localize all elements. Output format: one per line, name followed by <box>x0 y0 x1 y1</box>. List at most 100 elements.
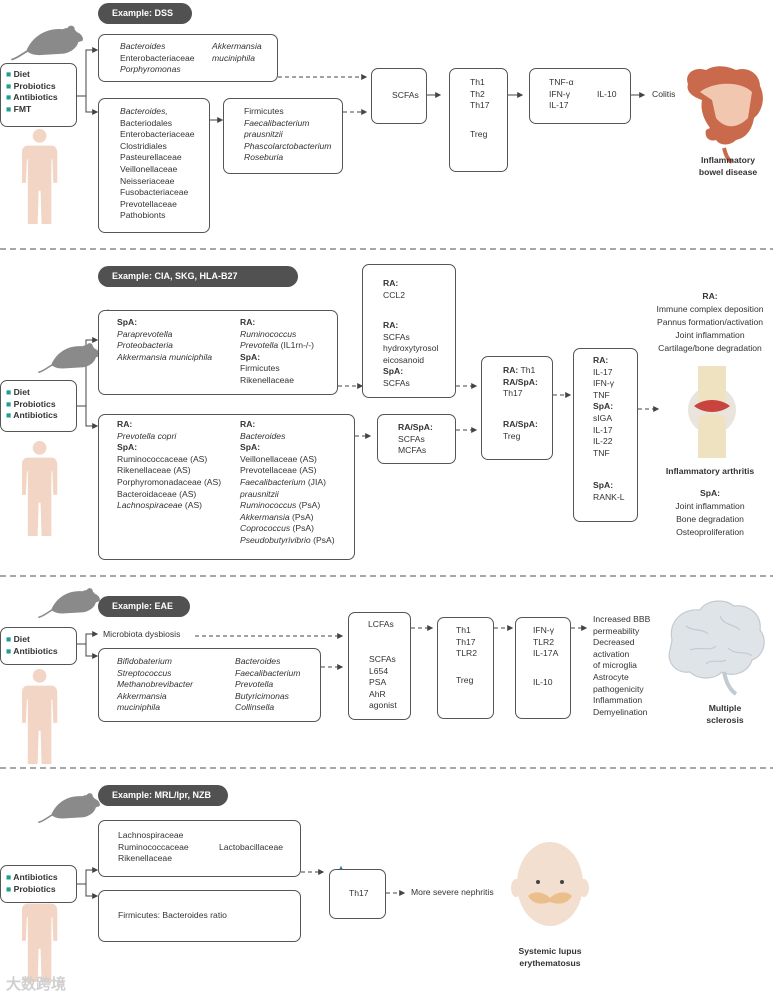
t-cell-up: Th2 <box>470 88 485 99</box>
risk-factor: ■ Probiotics <box>6 398 56 409</box>
cytokine-up: sIGA <box>593 412 613 423</box>
outcome-colitis: Colitis <box>652 89 676 99</box>
taxon-down: Roseburia <box>244 152 284 163</box>
taxon-up: Rikenellaceae (AS) <box>117 465 191 476</box>
taxon-up: Veillonellaceae <box>120 163 178 174</box>
taxon-down: Rikenellaceae <box>240 374 294 385</box>
t-cells-box: Th17 <box>329 869 386 919</box>
metabolite-down: SCFAs <box>398 433 425 444</box>
taxon-up: Paraprevotella <box>117 328 173 339</box>
metabolite-down: SCFAs <box>383 331 410 342</box>
group-label: SpA: <box>240 442 261 453</box>
t-cell-up: TLR2 <box>456 648 478 659</box>
mouse-microbiota-box: Bacteroides Enterobacteriaceae Porphyrom… <box>98 34 278 82</box>
taxon-up: Pathobionts <box>120 210 166 221</box>
taxon-up: Akkermansia <box>117 690 167 701</box>
sle-connectors <box>76 867 406 899</box>
example-pill-dss: Example: DSS <box>98 3 192 24</box>
cytokine-down: IL-10 <box>597 89 617 99</box>
metabolite-down: MCFAs <box>398 445 427 456</box>
taxon-up: Pasteurellaceae <box>120 152 182 163</box>
taxon-up: Enterobacteriaceae <box>120 52 195 63</box>
cytokine-up: IFN-γ <box>593 378 615 389</box>
t-cell-down: Treg <box>503 430 521 441</box>
t-cell-down: Treg <box>470 129 488 139</box>
taxon-up: Porphyromonadaceae (AS) <box>117 476 222 487</box>
knee-joint-icon <box>688 366 736 458</box>
example-pill-eae: Example: EAE <box>98 596 190 617</box>
taxon-up: Akkermansia <box>212 41 262 51</box>
taxon-down: Coprococcus (PsA) <box>240 523 315 534</box>
metabolite-down: PSA <box>369 677 387 688</box>
watermark: 大数跨境 <box>6 976 67 993</box>
cytokine-up: TNF <box>593 447 610 458</box>
risk-factor: ■ Diet <box>6 69 30 79</box>
human-silhouette-icon <box>21 128 58 225</box>
cytokine-up: TNF-α <box>549 77 574 87</box>
risk-factor: ■ Probiotics <box>6 883 56 894</box>
group-label: RA: <box>383 278 399 288</box>
group-label: RA: <box>240 317 256 327</box>
taxon-down: Firmicutes <box>244 106 284 116</box>
taxon-down: Akkermansia (PsA) <box>240 511 314 522</box>
taxon-down: Veillonellaceae (AS) <box>240 453 317 464</box>
cytokines-box: IFN-γ TLR2 IL-17A IL-10 <box>515 617 571 719</box>
metabolites-box: LCFAs SCFAs L654 PSA AhR agonist <box>348 612 411 720</box>
cytokine-up: TNF <box>593 389 610 400</box>
brain-icon <box>668 600 765 696</box>
taxon-down: Bacteroides <box>235 656 281 666</box>
risk-factor: ■ Diet <box>6 387 30 397</box>
taxon-up: Bacteroides, <box>120 106 168 116</box>
cytokine-up: IFN-γ <box>533 625 555 635</box>
outcome-nephritis: More severe nephritis <box>411 887 494 897</box>
t-cell-up: Th17 <box>349 888 369 898</box>
metabolites-box: SCFAs <box>371 68 427 124</box>
metabolite-down: eicosanoid <box>383 354 425 365</box>
ra-connectors <box>76 337 660 439</box>
risk-factor: ■ Antibiotics <box>6 92 58 103</box>
rat-icon <box>38 792 101 824</box>
taxon-up: Bacteroidaceae (AS) <box>117 488 197 499</box>
taxon-up: Ruminococcaceae (AS) <box>117 453 208 464</box>
metabolites-box-bottom: RA/SpA: SCFAs MCFAs <box>377 414 456 464</box>
human-microbiota-box: Firmicutes: Bacteroides ratio <box>98 890 301 942</box>
cytokine-down: IL-10 <box>533 677 553 687</box>
taxon-down: Ruminococcus (PsA) <box>240 500 321 511</box>
t-cell-up: Th1 <box>470 77 485 87</box>
metabolite-down: hydroxytyrosol <box>383 343 439 354</box>
group-label: SpA: <box>593 401 614 412</box>
t-cells-box: RA: Th1 RA/SpA: Th17 RA/SpA: Treg <box>481 356 553 460</box>
metabolites-box-top: RA: CCL2 RA: SCFAs hydroxytyrosol eicosa… <box>362 264 456 398</box>
group-label: SpA: <box>117 442 138 453</box>
taxon-up: Prevotella copri <box>117 430 177 441</box>
cytokine-up: IFN-γ <box>549 88 571 99</box>
risk-factors-box: ■ Antibiotics ■ Probiotics <box>0 865 77 903</box>
human-silhouette-icon <box>21 668 58 765</box>
taxon-up: muciniphila <box>212 52 255 63</box>
mouse-dysbiosis: Microbiota dysbiosis <box>103 629 181 639</box>
face-rash-icon <box>511 842 589 926</box>
taxon-up: Akkermansia municiphila <box>117 351 213 362</box>
taxon-down: Firmicutes: Bacteroides ratio <box>118 910 227 920</box>
human-silhouette-icon <box>21 440 58 537</box>
taxon-down: Prevotella <box>235 679 274 690</box>
taxon-up: Bacteroides <box>120 41 166 51</box>
taxon-up: Bacteriodales <box>120 117 173 128</box>
taxon-down: Butyricimonas <box>235 690 289 701</box>
group-label: SpA: <box>240 351 261 362</box>
taxon-down: Faecalibacterium (JIA) <box>240 476 326 487</box>
metabolite-down: SCFAs <box>369 654 396 664</box>
t-cell-up: Th17 <box>470 100 490 111</box>
cytokine-up: IL-17A <box>533 648 559 659</box>
cytokines-box: RA: IL-17 IFN-γ TNF SpA: sIGA IL-17 IL-2… <box>573 348 638 522</box>
taxon-down: Bacteroides <box>240 430 286 441</box>
cytokine-up: IL-22 <box>593 436 613 447</box>
taxon-down: Ruminococcus <box>240 328 297 339</box>
risk-factor: ■ Probiotics <box>6 80 56 91</box>
metabolite-down: SCFAs <box>383 377 410 388</box>
human-microbiota-box: RA: Prevotella copri SpA: Ruminococcacea… <box>98 414 355 560</box>
taxon-down: Firmicutes <box>240 363 280 374</box>
